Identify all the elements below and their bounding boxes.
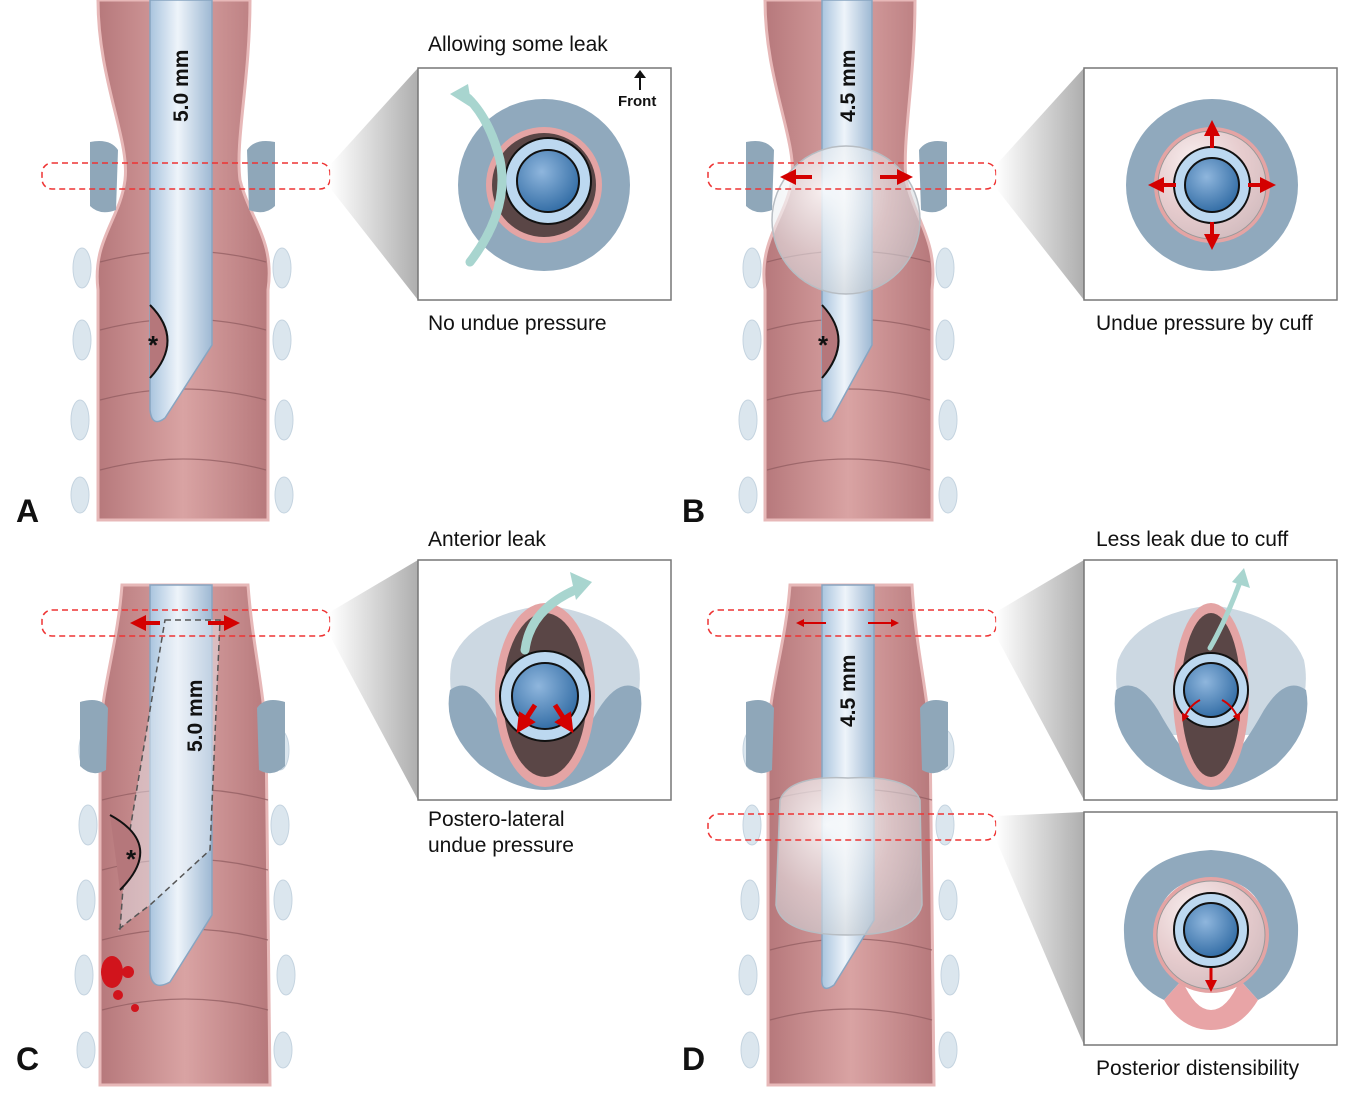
top-label: Allowing some leak: [428, 33, 608, 56]
section-indicator: [41, 162, 331, 190]
cross-section-box: [417, 67, 672, 301]
panel-b: * 4.5 mm Undue pressure by cuff B: [682, 0, 1338, 529]
front-label: Front: [618, 93, 656, 110]
zoom-projection: [330, 68, 418, 300]
bottom-label: Posterior distensibility: [1096, 1057, 1300, 1080]
bottom-label-line1: Postero-lateral: [428, 808, 565, 831]
cartilage-blocks: [746, 700, 948, 774]
section-indicator: [707, 162, 997, 190]
panel-c: * 5.0 mm Anterior leak Postero-lateral u…: [16, 528, 672, 1087]
section-indicator-upper: [707, 609, 997, 637]
inflated-cuff: [771, 145, 921, 295]
panel-letter: C: [16, 1041, 39, 1077]
cross-section-box: [1083, 67, 1338, 301]
cartilage-blocks: [90, 141, 275, 213]
panel-letter: A: [16, 493, 39, 529]
tube-size-label: 5.0 mm: [184, 680, 207, 752]
endotracheal-tube: [149, 584, 213, 987]
section-indicator-lower: [707, 813, 997, 841]
tube-size-label: 4.5 mm: [837, 655, 860, 727]
cartilage-blocks: [80, 700, 285, 774]
panel-letter: B: [682, 493, 705, 529]
endotracheal-tube: [149, 0, 213, 423]
leak-arrow: [463, 93, 507, 267]
vertebra-shapes: [738, 247, 958, 514]
cross-section-box-upper: [1083, 559, 1338, 801]
bottom-label: No undue pressure: [428, 312, 607, 335]
cross-section-box-lower: [1083, 811, 1338, 1046]
displaced-tube-outline: [117, 619, 221, 932]
pressure-notch: [109, 814, 142, 891]
pressure-notch: [821, 304, 840, 379]
zoom-projection: [996, 68, 1084, 300]
panel-letter: D: [682, 1041, 705, 1077]
bottom-label-line2: undue pressure: [428, 834, 574, 857]
front-indicator: Front: [618, 70, 656, 110]
bottom-label: Undue pressure by cuff: [1096, 312, 1313, 335]
asterisk-mark: *: [148, 330, 159, 360]
asterisk-mark: *: [818, 330, 829, 360]
leak-arrow: [520, 585, 580, 655]
cross-section-box: [417, 559, 672, 801]
top-label: Anterior leak: [428, 528, 546, 551]
panel-d: 4.5 mm Less leak due to cuff: [682, 528, 1338, 1087]
vertebra-shapes: [70, 247, 294, 514]
leak-arrow: [1207, 579, 1243, 651]
panel-a: * 5.0 mm Allowing some leak Front No und…: [16, 0, 672, 529]
inflated-cuff: [775, 776, 923, 936]
cartilage-blocks: [746, 141, 947, 213]
zoom-projection-lower: [996, 812, 1084, 1045]
tube-size-label: 4.5 mm: [837, 50, 860, 122]
bleeding: [101, 956, 139, 1012]
pressure-notch: [149, 304, 169, 379]
zoom-projection-upper: [996, 560, 1084, 800]
top-label: Less leak due to cuff: [1096, 528, 1288, 551]
section-indicator: [41, 609, 331, 637]
asterisk-mark: *: [126, 844, 137, 874]
zoom-projection: [330, 560, 418, 800]
tube-size-label: 5.0 mm: [170, 50, 193, 122]
